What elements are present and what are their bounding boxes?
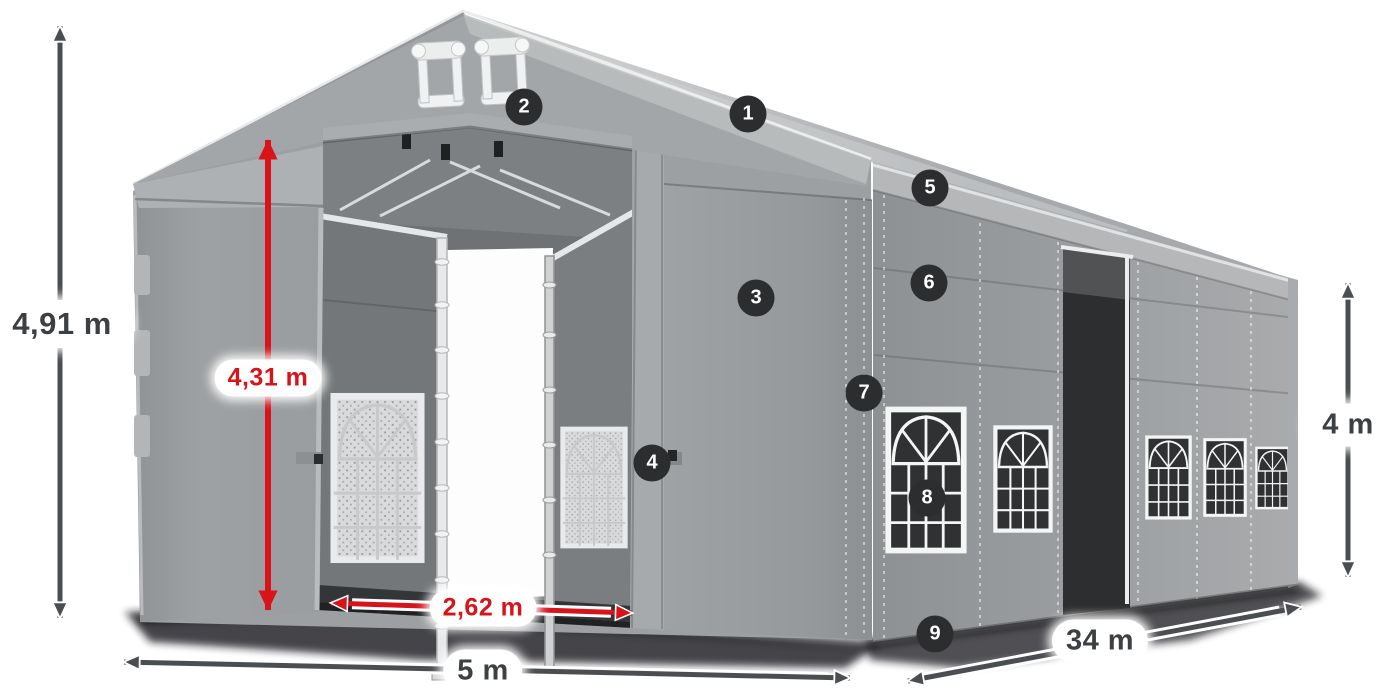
entrance-right-post (630, 128, 664, 630)
interior-window-right (563, 429, 626, 546)
gable-end (133, 14, 871, 208)
interior-right-wall (553, 214, 632, 628)
badge-7: 7 (845, 374, 883, 412)
gable-left-trim (132, 9, 464, 186)
side-window-3 (1147, 437, 1190, 518)
badge-9: 9 (916, 615, 954, 653)
badge-2: 2 (505, 88, 543, 126)
dim-label-entrance-height: 4,31 m (214, 359, 322, 397)
rolled-door (323, 113, 632, 150)
header-beam-left (319, 213, 448, 240)
roof-underside (323, 127, 632, 240)
dim-label-side-height: 4 m (1308, 403, 1388, 447)
badge-4: 4 (633, 444, 671, 482)
side-stitch-seams (883, 195, 1252, 640)
dim-label-total-height: 4,91 m (0, 300, 129, 348)
corner-post-patches (134, 255, 150, 457)
dim-label-entrance-width: 2,62 m (429, 589, 537, 627)
badge-6: 6 (910, 264, 948, 302)
side-window-2 (995, 427, 1050, 530)
header-beam-right (551, 209, 632, 261)
side-window-5 (1256, 448, 1288, 508)
badge-3: 3 (737, 279, 775, 317)
side-window-4 (1205, 440, 1245, 516)
side-wall-opening (1060, 245, 1134, 615)
badge-1: 1 (729, 95, 767, 133)
dim-label-length: 34 m (1051, 619, 1149, 663)
side-eave-band (873, 162, 1298, 302)
dim-label-front-width: 5 m (443, 649, 523, 693)
roof-edge-band (463, 14, 871, 184)
open-rear-exit (447, 248, 553, 600)
far-corner-post (1288, 278, 1298, 588)
side-wall (872, 162, 1299, 644)
front-corner-stitches (845, 198, 865, 638)
badge-8: 8 (908, 479, 946, 517)
roll-up-clamps (402, 134, 503, 160)
roof-frame-braces (339, 158, 611, 218)
entrance-interior (318, 127, 632, 628)
badge-5: 5 (911, 169, 949, 207)
interior-window-left (334, 396, 421, 559)
gable-right-trim (462, 9, 872, 161)
front-door-left (135, 200, 323, 622)
front-door-right (664, 184, 872, 640)
